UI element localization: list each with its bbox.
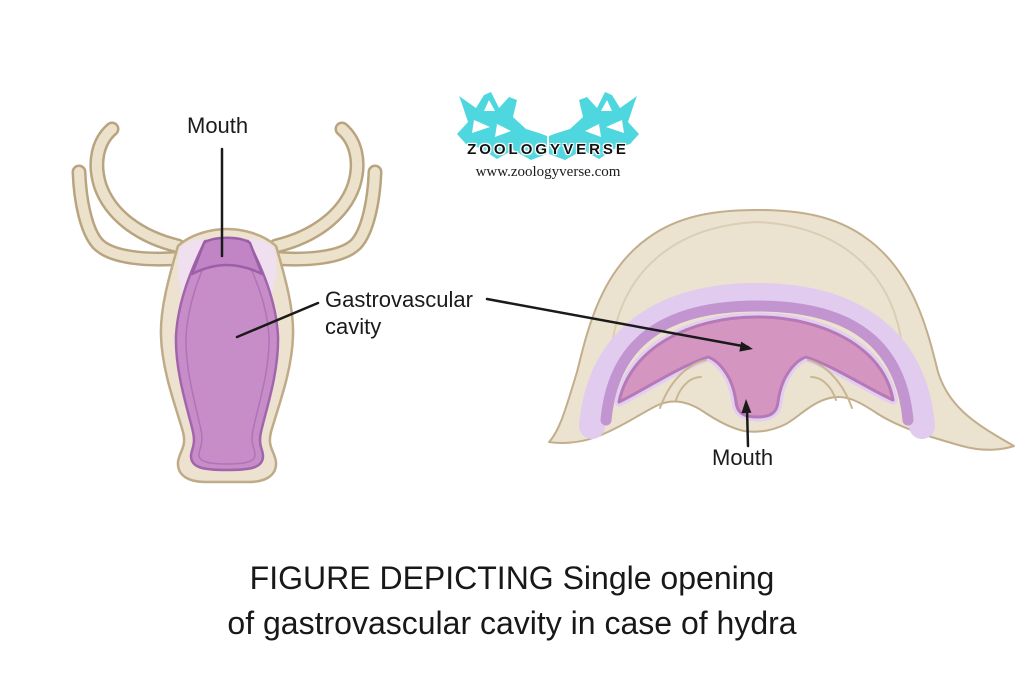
logo-website-text: www.zoologyverse.com: [475, 164, 621, 180]
medusa-illustration: [548, 209, 1015, 451]
gastro-pointer-line-left: [235, 301, 320, 339]
hydra-cavity-inner-line: [185, 247, 270, 465]
wolf-head-silhouette: [457, 92, 547, 160]
medusa-bell-highlight: [611, 220, 903, 346]
wolf-face-mark: [484, 100, 495, 111]
figure-caption-line2: of gastrovascular cavity in case of hydr…: [227, 605, 797, 641]
medusa-fold-line: [810, 376, 837, 401]
wolf-face-mark: [495, 124, 511, 137]
medusa-mouth-arrowhead-icon: [741, 399, 752, 414]
medusa-fold-line: [807, 359, 853, 409]
medusa-lavender-layer: [579, 282, 935, 439]
hydra-illustration: [71, 121, 383, 484]
logo-brand-text: ZOOLOGYVERSE: [467, 141, 629, 158]
medusa-gastrovascular-cavity: [617, 315, 895, 419]
hydra-tentacle: [74, 167, 187, 265]
wolf-face-mark: [472, 120, 490, 133]
zoologyverse-logo-icon: [457, 92, 639, 160]
medusa-fold-line: [675, 376, 702, 401]
wolf-head-left-icon: [457, 92, 547, 160]
figure-caption-line1: FIGURE DEPICTING Single opening: [249, 560, 775, 596]
label-hydra-mouth: Mouth: [187, 113, 249, 138]
hydra-tentacle: [91, 124, 183, 251]
connector-lines: [220, 147, 750, 448]
medusa-fold-line: [659, 359, 707, 409]
hydra-gastrovascular-cavity: [174, 239, 280, 472]
hydra-tentacle: [271, 124, 363, 251]
medusa-purple-band: [600, 300, 914, 426]
gastro-arrowhead-icon: [739, 341, 753, 352]
medusa-fold-lines: [659, 359, 853, 409]
figure-caption: FIGURE DEPICTING Single opening of gastr…: [0, 556, 1024, 646]
gastro-pointer-line-right: [485, 297, 750, 349]
hydra-tentacles: [71, 121, 383, 267]
medusa-mouth-pointer-line: [745, 406, 750, 448]
hydra-mouth-opening: [190, 236, 264, 276]
hydra-tentacle: [267, 167, 380, 265]
label-medusa-mouth: Mouth: [712, 445, 774, 470]
label-gastrovascular-cavity: Gastrovascular cavity: [325, 287, 473, 339]
